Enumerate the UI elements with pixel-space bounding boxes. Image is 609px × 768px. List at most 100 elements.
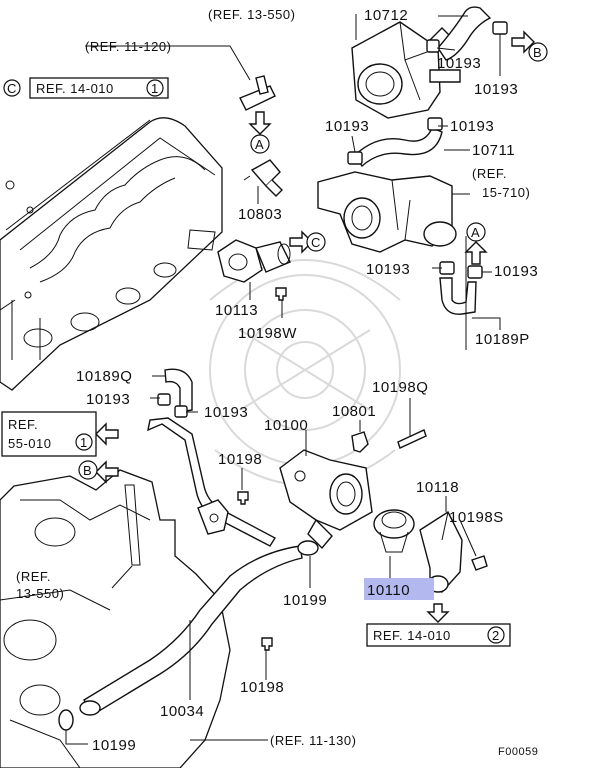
pipe-bypass <box>147 417 276 547</box>
part-10711: 10711 <box>472 142 515 159</box>
clamp-10193-p-left <box>439 261 455 275</box>
arrow-c-right <box>289 230 313 254</box>
part-10118: 10118 <box>416 479 459 496</box>
ref-11-120: (REF. 11-120) <box>85 39 171 54</box>
part-10113: 10113 <box>215 302 258 319</box>
ref-14-010-2: REF. 14-010 <box>373 628 451 643</box>
arrow-a-up <box>464 241 488 265</box>
part-10803: 10803 <box>238 206 282 223</box>
marker-c-left: C <box>7 81 17 96</box>
throttle-body <box>351 21 461 119</box>
part-10198w: 10198W <box>238 325 297 342</box>
bolt-10198s <box>471 555 488 571</box>
part-10193-h: 10193 <box>204 404 248 421</box>
marker-a-top: A <box>255 137 264 152</box>
ref-15-710-line2: 15-710) <box>482 185 530 200</box>
arrow-b-right-top <box>511 30 535 54</box>
sensor-10801 <box>351 431 369 453</box>
ref-15-710-line1: (REF. <box>472 166 507 181</box>
bolt-10198w <box>275 287 287 301</box>
part-10193-d: 10193 <box>450 118 494 135</box>
sensor-10803 <box>243 159 283 197</box>
ref-55-010-line2: 55-010 <box>8 436 51 451</box>
ref-11-130: (REF. 11-130) <box>270 733 356 748</box>
connector-ref-11-120 <box>239 85 276 111</box>
marker-circle-c-left <box>3 79 21 97</box>
marker-circle-1-top <box>146 79 164 97</box>
oring-10199-bottom <box>58 709 74 731</box>
marker-circle-c-right <box>306 232 326 252</box>
clamp-10193-left <box>426 39 440 53</box>
ref-14-010-1-circle: 1 <box>151 81 159 96</box>
part-10034: 10034 <box>160 703 204 720</box>
arrow-ref-55-left <box>95 422 119 446</box>
part-10189q: 10189Q <box>76 368 132 385</box>
hose-10711 <box>354 127 443 168</box>
bolt-10198-bottom <box>261 637 273 651</box>
ref-box-14-010-2 <box>366 623 511 647</box>
marker-circle-b-top <box>528 42 548 62</box>
outlet-10113 <box>217 239 291 283</box>
ref-13-550-bottom-line2: 13-550) <box>16 586 64 601</box>
part-10100: 10100 <box>264 417 308 434</box>
part-10198-b: 10198 <box>240 679 284 696</box>
housing-15-710 <box>317 171 457 253</box>
hose-10712 <box>437 6 492 61</box>
marker-circle-2 <box>487 626 505 644</box>
part-10110: 10110 <box>367 582 410 599</box>
marker-circle-a-top <box>250 134 270 154</box>
bolt-10198-mid <box>237 491 249 505</box>
part-10801: 10801 <box>332 403 376 420</box>
arrow-ref-14-010-2-down <box>426 603 450 623</box>
stud-10198q <box>397 429 427 449</box>
ref-14-010-2-circle: 2 <box>492 628 500 643</box>
highlight-10110 <box>364 578 434 600</box>
clamp-10193-p-right <box>467 265 483 279</box>
marker-c-right: C <box>311 235 321 250</box>
ref-14-010-1: REF. 14-010 <box>36 81 114 96</box>
part-10193-f: 10193 <box>494 263 538 280</box>
arrow-b-left <box>95 460 119 484</box>
ref-55-010-circle: 1 <box>80 435 88 450</box>
clamp-10193-hose-left <box>347 151 363 165</box>
labels: (REF. 13-550) (REF. 11-120) C REF. 14-01… <box>7 7 542 758</box>
oring-10199-mid <box>297 540 319 556</box>
engine-manifold <box>0 117 223 391</box>
part-10193-b: 10193 <box>474 81 518 98</box>
connector-stub <box>255 75 269 95</box>
ref-55-010-line1: REF. <box>8 417 38 432</box>
ref-13-550-top: (REF. 13-550) <box>208 7 295 22</box>
marker-circle-a-mid <box>466 222 486 242</box>
thermostat-case-10100 <box>279 449 373 550</box>
part-10193-g: 10193 <box>86 391 130 408</box>
part-10193-a: 10193 <box>437 55 481 72</box>
pipe-bracket <box>197 499 229 535</box>
part-10193-c: 10193 <box>325 118 369 135</box>
marker-a-mid: A <box>471 225 480 240</box>
part-10199-a: 10199 <box>283 592 327 609</box>
bracket-hole <box>209 513 219 523</box>
part-10198: 10198 <box>218 451 262 468</box>
figure-code: F00059 <box>498 746 538 758</box>
clamp-10193-q-right <box>174 405 188 418</box>
part-10198s: 10198S <box>449 509 504 526</box>
pipe-10034 <box>82 545 303 715</box>
part-10712: 10712 <box>364 7 408 24</box>
thermostat-10110 <box>373 509 415 553</box>
leader-lines <box>65 14 501 745</box>
marker-circle-1-mid <box>75 433 93 451</box>
arrow-a-down <box>248 111 272 135</box>
ref-box-14-010-1 <box>29 77 169 99</box>
clamp-10193-hose-top <box>427 117 443 131</box>
part-10199-b: 10199 <box>92 737 136 754</box>
marker-b-top: B <box>533 45 542 60</box>
water-inlet-10118 <box>419 510 463 593</box>
pipe-10034-end <box>79 700 101 716</box>
marker-b-left: B <box>83 463 92 478</box>
ref-13-550-bottom-line1: (REF. <box>16 569 51 584</box>
clamp-10193-top <box>492 21 508 35</box>
marker-circle-b-left <box>78 460 98 480</box>
part-10193-e: 10193 <box>366 261 410 278</box>
part-10198q: 10198Q <box>372 379 428 396</box>
